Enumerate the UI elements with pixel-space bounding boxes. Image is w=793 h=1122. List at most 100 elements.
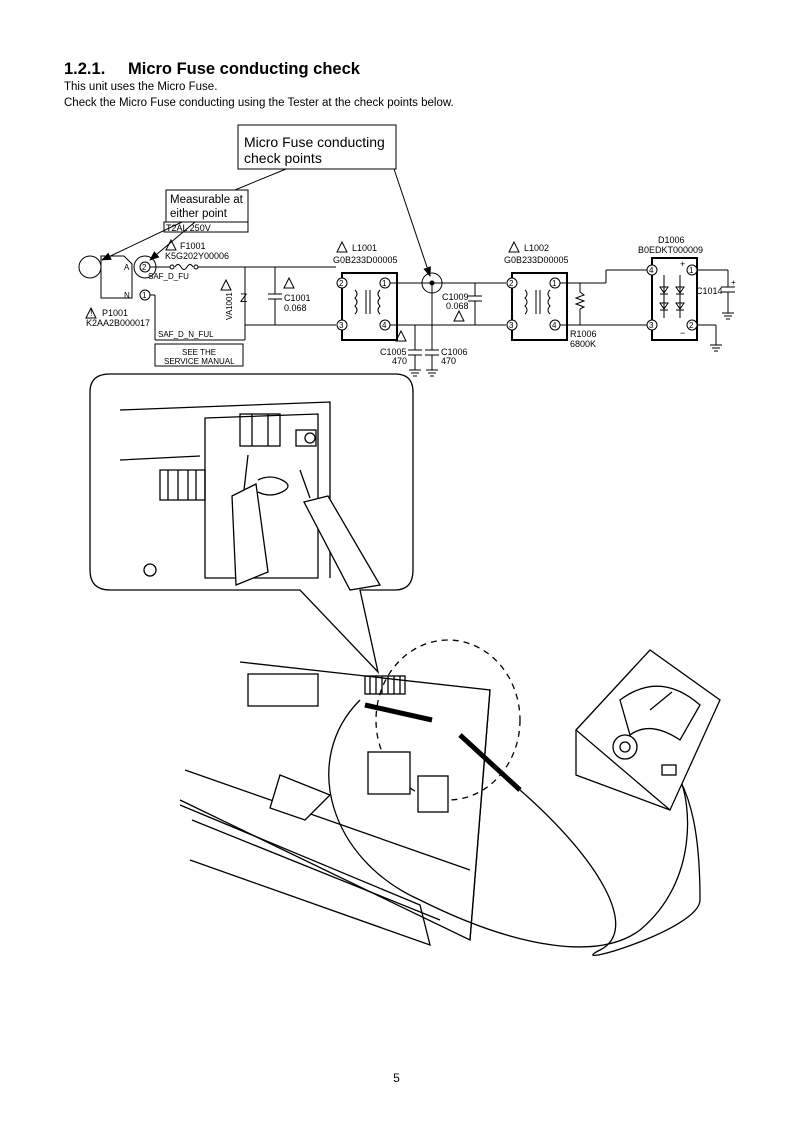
- screw-block: [295, 429, 317, 447]
- fuse-holder: [239, 413, 281, 447]
- svg-text:3: 3: [649, 321, 654, 330]
- l1002-warning-icon: [508, 240, 520, 253]
- tester-needle: [649, 691, 673, 711]
- probe-right-tip: [299, 469, 311, 499]
- saf-d-fu-label: SAF_D_FU: [148, 272, 189, 281]
- pin-2-left-label: 2: [142, 263, 147, 272]
- chassis-side: [469, 689, 491, 941]
- svg-text:4: 4: [382, 321, 387, 330]
- svg-text:2: 2: [339, 279, 344, 288]
- main-illustration: [179, 639, 721, 957]
- va1001-ref: VA1001: [225, 292, 234, 320]
- tester-front: [575, 730, 671, 811]
- c1009-warning-icon: [453, 309, 465, 322]
- c1001-warning-icon: [283, 276, 295, 289]
- c1014-ref: C1014: [696, 286, 723, 296]
- probe-main-right: [458, 733, 522, 792]
- l1001-part: G0B233D00005: [333, 255, 398, 265]
- svg-text:4: 4: [649, 266, 654, 275]
- fuse-symbol: [174, 264, 194, 270]
- zoom-circle: [375, 639, 521, 801]
- svg-text:4: 4: [552, 321, 557, 330]
- svg-text:3: 3: [339, 321, 344, 330]
- connector-check-circle: [78, 255, 102, 279]
- svg-text:2: 2: [689, 321, 694, 330]
- vent-slots: [364, 675, 406, 695]
- page-number: 5: [393, 1071, 400, 1085]
- d1006-box: [651, 257, 698, 341]
- heat-sink: [159, 469, 206, 501]
- c1001-val: 0.068: [284, 303, 307, 313]
- see-manual-line-1: SEE THE: [182, 348, 216, 357]
- f1001-ref: F1001: [180, 241, 206, 251]
- check-points-line-2: check points: [244, 150, 322, 166]
- f1001-part: K5G202Y00006: [165, 251, 229, 261]
- measurable-line-1: Measurable at: [170, 194, 244, 206]
- intro-line-2: Check the Micro Fuse conducting using th…: [64, 97, 454, 109]
- probe-cable-left: [328, 699, 689, 948]
- fuse-rating-box: [163, 221, 249, 233]
- svg-text:1: 1: [382, 279, 387, 288]
- probe-right: [303, 495, 382, 591]
- c1009-ref: C1009: [442, 292, 469, 302]
- l1001-box: [341, 272, 398, 341]
- p1001-ref: P1001: [102, 308, 128, 318]
- see-manual-box: [154, 343, 244, 367]
- micro-fuse-figure: Micro Fuse conducting check points Measu…: [78, 124, 736, 957]
- section-title: Micro Fuse conducting check: [128, 60, 360, 78]
- connector-pin-n: N: [124, 291, 130, 300]
- d1006-part: B0EDKT000009: [638, 245, 703, 255]
- l1002-ref: L1002: [524, 243, 549, 253]
- chassis-body: [179, 804, 431, 947]
- probe-left: [231, 483, 269, 586]
- connector-block: [247, 673, 319, 707]
- d1006-plus: +: [680, 259, 685, 269]
- arrow-to-fuse-point: [149, 221, 196, 261]
- mount-screw-icon: [143, 563, 157, 577]
- regulator: [417, 775, 449, 813]
- coil: [257, 476, 289, 496]
- schematic: Micro Fuse conducting check points Measu…: [78, 124, 736, 377]
- c1009-val: 0.068: [446, 301, 469, 311]
- c1006-val: 470: [441, 356, 456, 366]
- svg-text:2: 2: [509, 279, 514, 288]
- d1006-ref: D1006: [658, 235, 685, 245]
- measurable-callout: [165, 189, 249, 223]
- intro-line-1: This unit uses the Micro Fuse.: [64, 81, 218, 93]
- pin-1-left-label: 1: [142, 291, 147, 300]
- measurable-line-2: either point: [170, 208, 228, 220]
- arrow-to-c1009-node: [393, 168, 431, 277]
- p1001-part: K2AA2B000017: [86, 318, 150, 328]
- callout-connector: [229, 168, 287, 193]
- tester-knob: [612, 734, 638, 760]
- c1005-ref: C1005: [380, 347, 407, 357]
- l1002-part: G0B233D00005: [504, 255, 569, 265]
- p1001-warning-icon: [85, 306, 97, 319]
- screw-icon: [304, 432, 316, 444]
- l1001-warning-icon: [336, 240, 348, 253]
- saf-d-n-ful-label: SAF_D_N_FUL: [158, 330, 214, 339]
- see-manual-line-2: SERVICE MANUAL: [164, 357, 235, 366]
- l1002-box: [511, 272, 568, 341]
- cable-tie: [269, 774, 332, 821]
- va1001-symbol: Z: [240, 291, 247, 305]
- l1001-ref: L1001: [352, 243, 377, 253]
- r1006-ref: R1006: [570, 329, 597, 339]
- va1001-warning-icon: [220, 278, 232, 291]
- tester-meter: [619, 685, 701, 741]
- probe-left-tip: [243, 454, 249, 491]
- chassis-front: [184, 769, 471, 921]
- r1006-symbol: [574, 291, 586, 310]
- svg-text:3: 3: [509, 321, 514, 330]
- probe-cable-right: [519, 779, 701, 957]
- transformer: [367, 751, 411, 795]
- p1001-warning: !: [90, 308, 93, 318]
- arrow-to-connector-point: [101, 221, 183, 261]
- check-points-line-1: Micro Fuse conducting: [244, 134, 385, 150]
- d1006-minus: −: [680, 328, 685, 338]
- c1005-val: 470: [392, 356, 407, 366]
- c1006-ref: C1006: [441, 347, 468, 357]
- check-points-callout: [237, 124, 397, 170]
- connector-pin-a: A: [124, 263, 130, 272]
- svg-text:1: 1: [552, 279, 557, 288]
